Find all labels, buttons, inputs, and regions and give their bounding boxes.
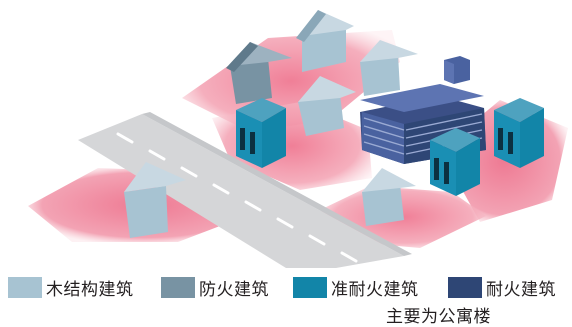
legend-item-fire-resistant: 耐火建筑 <box>448 275 556 300</box>
legend-label-quasi-fire-resistant: 准耐火建筑 <box>331 279 419 300</box>
legend-item-quasi-fire-resistant: 准耐火建筑 <box>293 275 419 300</box>
fireproof-house <box>226 42 292 104</box>
legend-swatch-fire-resistant <box>448 276 482 298</box>
legend: 木结构建筑 防火建筑 准耐火建筑 耐火建筑 主要为公寓楼 <box>0 268 572 327</box>
quasi-fireproof-building-right <box>494 98 544 168</box>
legend-note: 主要为公寓楼 <box>386 307 491 327</box>
wooden-house-right-top <box>360 40 418 96</box>
legend-label-wooden: 木结构建筑 <box>46 279 134 300</box>
legend-item-wooden: 木结构建筑 <box>8 275 134 300</box>
legend-swatch-wooden <box>8 276 42 298</box>
road-markings <box>116 132 358 263</box>
wooden-house-road <box>124 162 186 238</box>
wooden-house-top <box>296 10 354 72</box>
road-edge <box>142 112 412 256</box>
legend-label-fireproof: 防火建筑 <box>199 279 269 300</box>
legend-label-fire-resistant: 耐火建筑 <box>486 279 556 300</box>
quasi-fireproof-building-left <box>236 98 286 168</box>
city-block-illustration <box>28 10 568 268</box>
legend-swatch-fireproof <box>161 276 195 298</box>
wooden-house-middle <box>298 76 356 136</box>
road <box>78 112 412 268</box>
legend-swatch-quasi-fire-resistant <box>293 276 327 298</box>
road-surface <box>78 114 404 268</box>
wooden-house-bottom-right <box>362 168 416 226</box>
quasi-fireproof-building-center <box>430 128 480 196</box>
legend-item-fireproof: 防火建筑 <box>161 275 269 300</box>
